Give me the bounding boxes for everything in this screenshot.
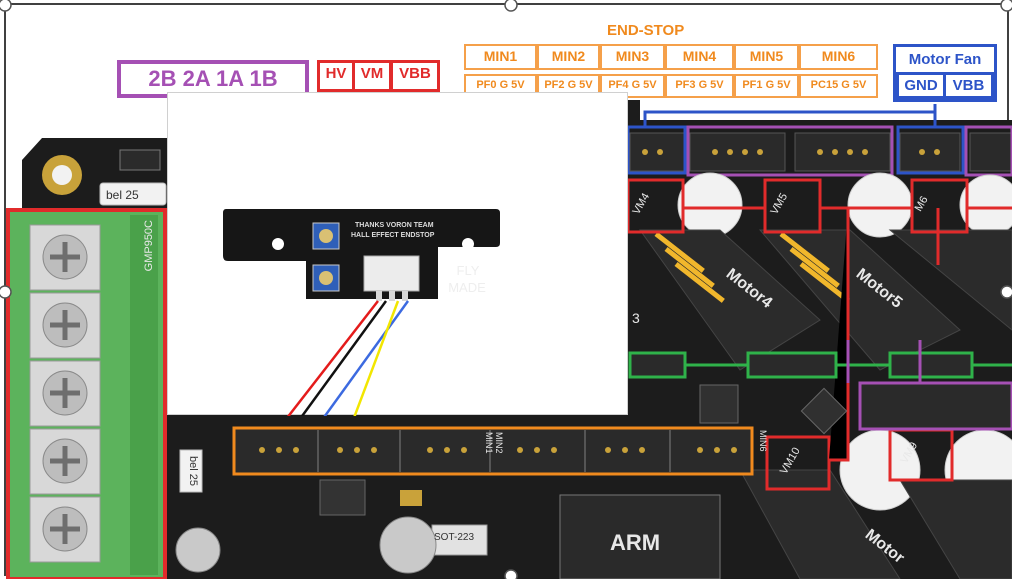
min1-label: MIN1 — [464, 44, 537, 70]
jst-connector — [363, 255, 420, 292]
fan-gnd-label: GND — [896, 72, 946, 99]
endstop-title: END-STOP — [607, 22, 685, 39]
connector-side-label: GMP950C — [143, 220, 155, 272]
resize-handle-top[interactable] — [504, 0, 518, 12]
fuse-top — [99, 182, 167, 206]
connector-label-min6: MIN6 — [758, 430, 768, 452]
endstop-pcb-drawing — [223, 209, 500, 416]
min4-label: MIN4 — [665, 44, 734, 70]
terminal-side — [130, 215, 158, 575]
pcb-hole-left — [272, 238, 284, 250]
green-jumper-line — [628, 351, 1012, 379]
brand-line-1: FLY — [456, 263, 480, 278]
wire-blue — [323, 300, 410, 416]
smd-part-top — [119, 149, 161, 171]
min5-label: MIN5 — [734, 44, 799, 70]
hv-label: HV — [317, 60, 355, 92]
resize-handle-bottom[interactable] — [504, 569, 518, 579]
fuse-bottom — [179, 449, 203, 493]
motor-drivers — [639, 172, 1012, 579]
small-digit-label: 3 — [632, 310, 640, 326]
fan-header-highlight-1 — [626, 125, 687, 175]
resize-handle-right[interactable] — [1000, 285, 1012, 299]
motor-fan-title: Motor Fan — [908, 51, 982, 68]
pcb-text-line-2: HALL EFFECT ENDSTOP — [351, 232, 435, 239]
resize-handle-top-left[interactable] — [0, 0, 12, 12]
ic-diamond — [800, 387, 848, 435]
endstop-connector-strip — [232, 426, 754, 476]
wire-black — [300, 300, 388, 416]
top-headers — [629, 132, 1012, 172]
connector-pins — [259, 447, 737, 453]
wire-red — [286, 300, 379, 416]
min3-label: MIN3 — [600, 44, 665, 70]
resize-handle-left[interactable] — [0, 285, 12, 299]
pin-label-pf3: PF3 G 5V — [665, 74, 734, 98]
capacitor-left — [175, 527, 221, 573]
wire-yellow — [353, 300, 400, 416]
capacitor-bottom — [379, 516, 437, 574]
mcu-chip — [559, 494, 721, 579]
terminal-screws — [29, 224, 101, 563]
endstop-pcb — [223, 209, 500, 299]
resize-handle-top-right[interactable] — [1000, 0, 1012, 12]
brand-line-2: MADE — [448, 280, 486, 295]
chip-brand-label: ARM — [610, 530, 661, 555]
fuse-label: bel 25 — [106, 188, 139, 202]
power-terminal-highlight — [6, 208, 167, 579]
pcb-hole-right — [462, 238, 474, 250]
vm-jumpers — [626, 178, 1012, 491]
pin-label-pf4: PF4 G 5V — [600, 74, 665, 98]
regulator-text: SOT-223 — [434, 532, 475, 543]
vm-label: VM — [352, 60, 392, 92]
endstop-photo-inset: THANKS VORON TEAM HALL EFFECT ENDSTOP FL… — [167, 92, 628, 416]
pin-label-pc15: PC15 G 5V — [799, 74, 878, 98]
fuse-label-bottom: bel 25 — [187, 456, 199, 486]
endstop-label-table: MIN1 MIN2 MIN3 MIN4 MIN5 MIN6 PF0 G 5V P… — [464, 44, 880, 100]
mounting-hole-center — [52, 165, 72, 185]
connector-label-min1: MIN1 — [484, 432, 494, 454]
pin-label-pf1: PF1 G 5V — [734, 74, 799, 98]
motor-header-highlight — [686, 125, 894, 177]
fan-bracket — [643, 110, 937, 127]
motor-fan-label-box: Motor Fan GND VBB — [893, 44, 997, 102]
min2-label: MIN2 — [537, 44, 600, 70]
ic-small — [699, 384, 739, 424]
connector-label-min2: MIN2 — [494, 432, 504, 454]
vbb-label: VBB — [390, 60, 440, 92]
pcb-text-line-1: THANKS VORON TEAM — [355, 222, 434, 229]
regulator — [319, 479, 366, 516]
fan-header-highlight-2 — [896, 125, 965, 175]
lower-motor-header — [858, 381, 1012, 431]
fan-vbb-label: VBB — [943, 72, 994, 99]
min6-label: MIN6 — [799, 44, 878, 70]
